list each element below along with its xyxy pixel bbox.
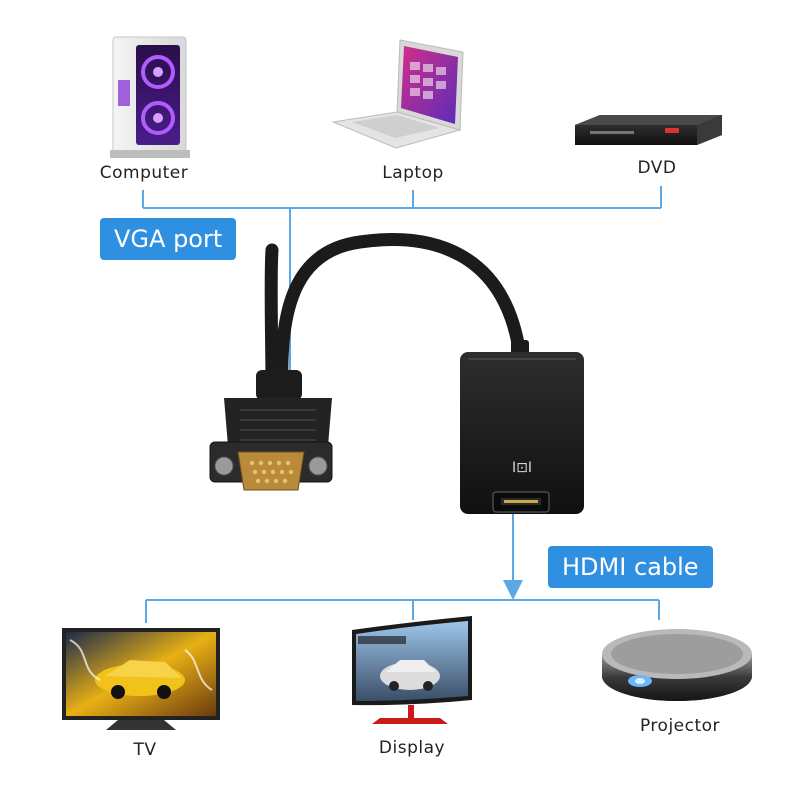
display-label: Display <box>378 738 446 758</box>
tv-icon <box>62 628 220 730</box>
dvd-player-icon <box>575 115 722 145</box>
vga-port-callout: VGA port <box>100 218 237 260</box>
hdmi-port-symbol: I⊡I <box>512 460 532 476</box>
vga-to-hdmi-adapter-icon <box>209 233 584 514</box>
bottom-connector-lines <box>145 514 660 623</box>
dvd-label: DVD <box>637 158 677 178</box>
computer-tower-icon <box>110 36 190 158</box>
projector-icon <box>602 629 752 701</box>
tv-label: TV <box>133 740 157 760</box>
hdmi-cable-callout: HDMI cable <box>548 546 713 588</box>
monitor-icon <box>352 616 472 724</box>
computer-label: Computer <box>99 163 189 183</box>
laptop-label: Laptop <box>382 163 444 183</box>
laptop-icon <box>331 39 464 149</box>
projector-label: Projector <box>639 716 721 736</box>
